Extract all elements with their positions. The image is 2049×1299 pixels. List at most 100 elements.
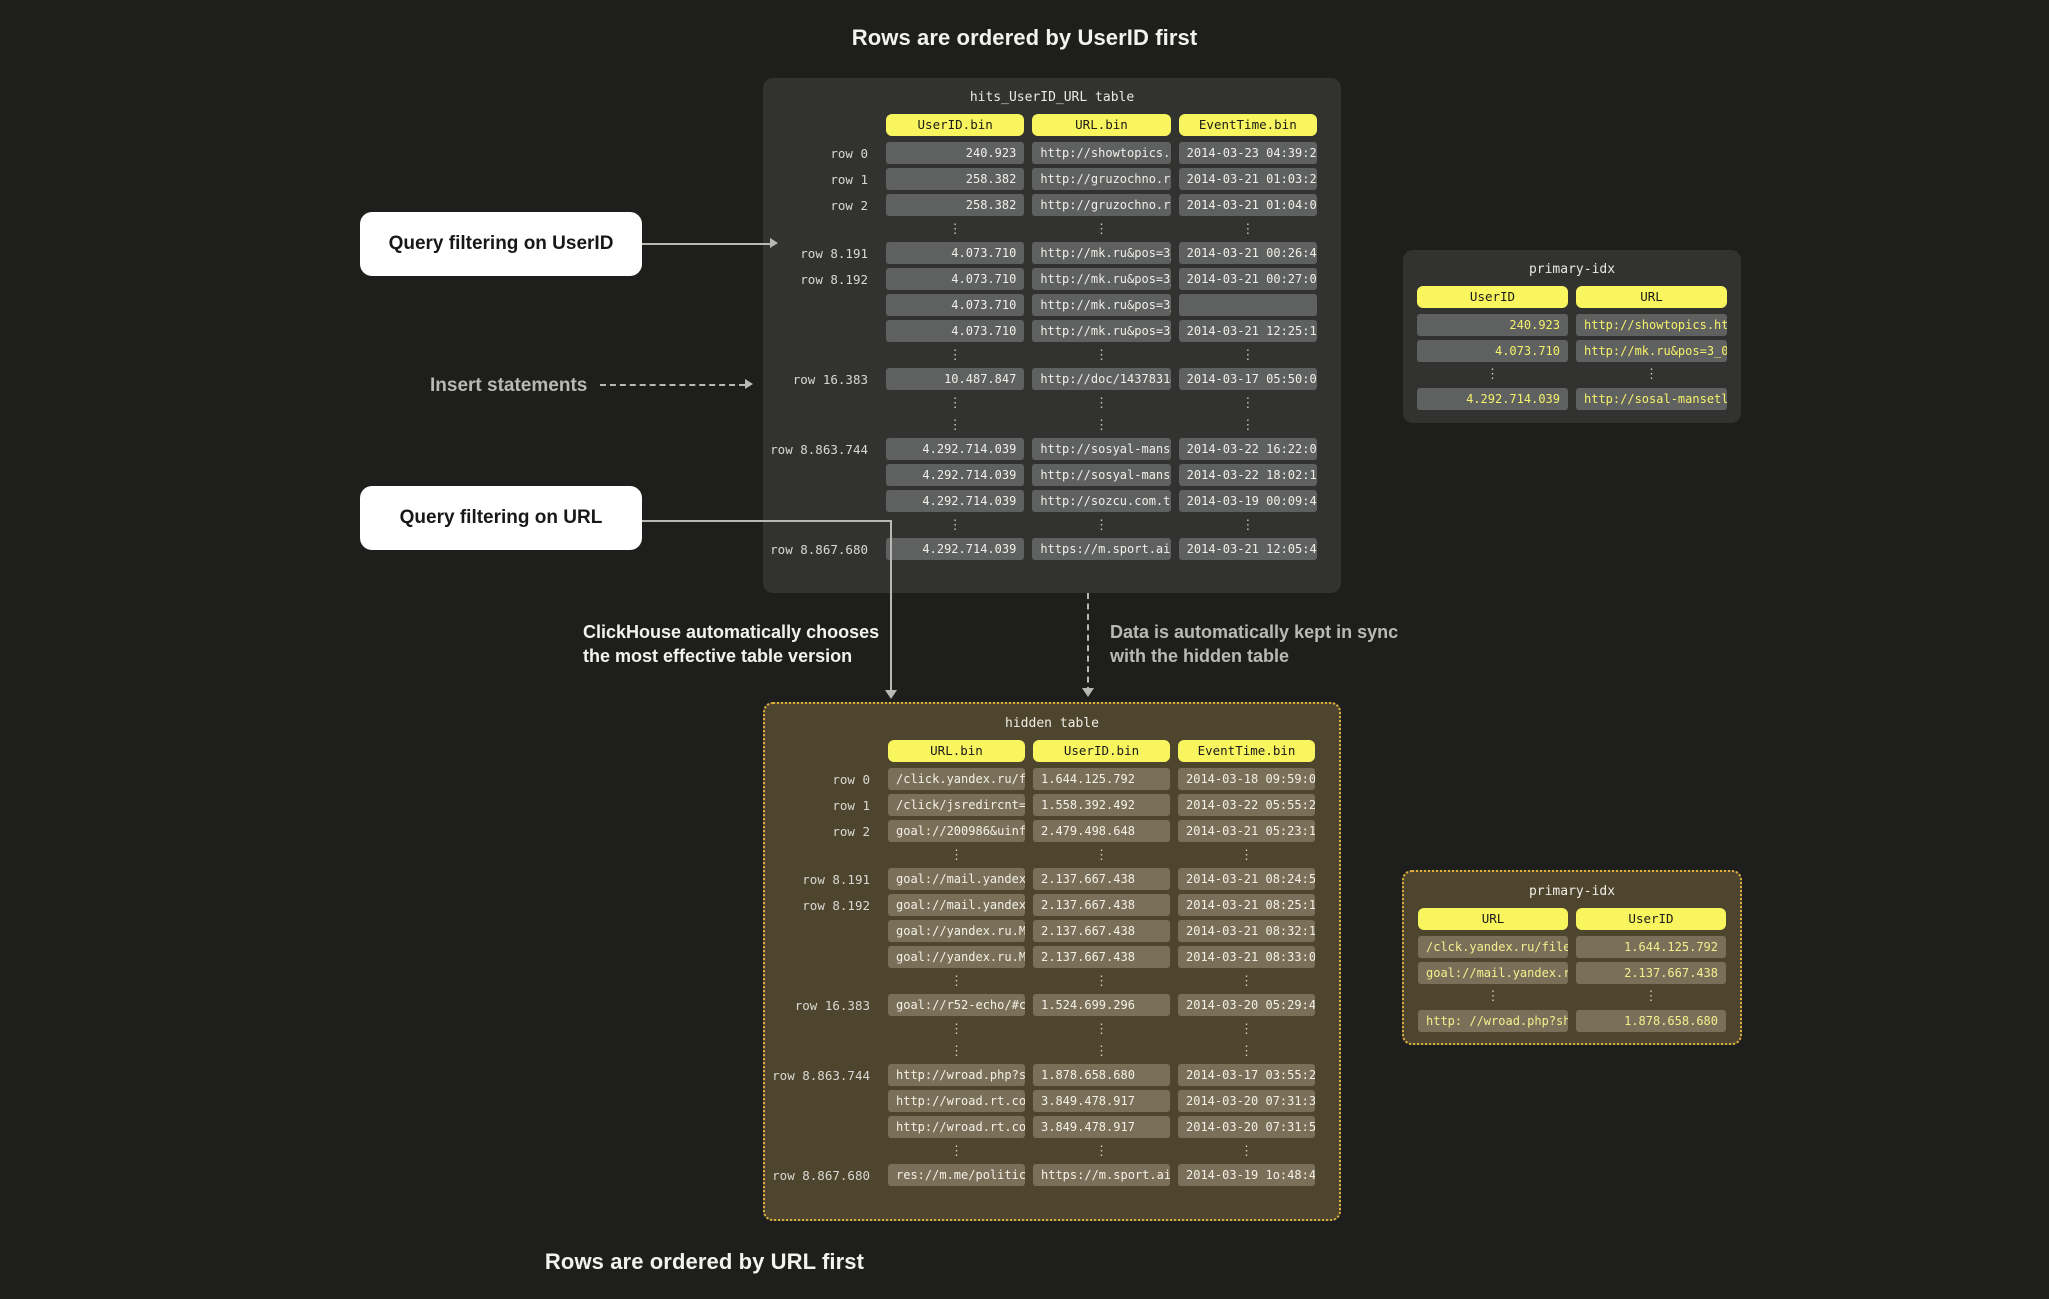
row-index-label: row 16.383 [792, 371, 868, 387]
table-cell: http://mk.ru&pos=3_0 [1032, 320, 1171, 342]
column-header-1: UserID.bin [886, 114, 1025, 136]
ellipsis-row: ⋮⋮⋮ [763, 220, 1341, 240]
table-cell: http://sosyal-mansetleri... [1032, 464, 1171, 486]
table-cell: 10.487.847 [886, 368, 1025, 390]
table-cell: http://showtopics.html%3... [1032, 142, 1171, 164]
table-row: goal://yandex.ru.Ma...2.137.667.4382014-… [765, 920, 1339, 942]
table-cell: 1.524.699.296 [1033, 994, 1170, 1016]
row-index-label: row 1 [830, 171, 868, 187]
index-cell: 1.644.125.792 [1576, 936, 1726, 958]
ellipsis-row: ⋮⋮⋮ [765, 846, 1339, 866]
table-cell: 3.849.478.917 [1033, 1116, 1170, 1138]
column-header-1: URL.bin [888, 740, 1025, 762]
table-cell: http://wroad.rt.com/tr/... [888, 1116, 1025, 1138]
table-cell: 4.292.714.039 [886, 490, 1025, 512]
table-cell: goal://mail.yandex.ru/Ma... [888, 868, 1025, 890]
table-row: row 8.863.744http://wroad.php?show/7...1… [765, 1064, 1339, 1086]
callout-query-filtering-url: Query filtering on URL [360, 486, 642, 550]
table-cell: 2014-03-19 00:09:42 [1178, 490, 1317, 512]
column-header-2: UserID.bin [1033, 740, 1170, 762]
table-cell: http://gruzochno.ru/ekat... [1032, 168, 1171, 190]
table-row: 4.292.714.039http://sosyal-mansetleri...… [763, 464, 1341, 486]
index-cell: http://mk.ru&pos=3_0 [1576, 340, 1727, 362]
table-row: row 1 258.382 http://gruzochno.ru/ekat... 2… [763, 168, 1341, 190]
column-header-3: EventTime.bin [1178, 740, 1315, 762]
table-cell: 4.073.710 [886, 242, 1025, 264]
row-index-label: row 8.863.744 [772, 1067, 870, 1083]
primary-idx-bottom-title: primary-idx [1528, 884, 1616, 899]
vertical-dots-icon: ⋮ [1241, 518, 1255, 533]
ellipsis-row: ⋮⋮⋮ [765, 1142, 1339, 1162]
table-cell: /click.yandex.ru/file.co ... [888, 768, 1025, 790]
table-cell: https://m.sport.airway/? [1032, 538, 1171, 560]
row-index-label: row 8.192 [802, 897, 870, 913]
table-cell: http://wroad.rt.com/tr/... [888, 1090, 1025, 1112]
table-cell: 3.849.478.917 [1033, 1090, 1170, 1112]
ellipsis-row: ⋮⋮⋮ [765, 1020, 1339, 1040]
row-index-label: row 2 [830, 197, 868, 213]
row-index-label: row 0 [830, 145, 868, 161]
index-cell: 240.923 [1417, 314, 1568, 336]
vertical-dots-icon: ⋮ [1094, 396, 1108, 411]
primary-idx-top-grid: UserIDURL240.923http://showtopics.html%3… [1417, 286, 1727, 414]
table-cell: 2014-03-21 05:23:19 [1178, 820, 1315, 842]
vertical-dots-icon: ⋮ [950, 1022, 963, 1037]
table-cell: 4.073.710 [886, 268, 1025, 290]
index-column-header-2: UserID [1576, 908, 1726, 930]
connector-userid-arrowhead [770, 238, 778, 248]
vertical-dots-icon: ⋮ [1240, 1044, 1253, 1059]
table-cell: 2014-03-17 05:50:01 [1178, 368, 1317, 390]
table-cell: goal://200986&uinfo=wn-1... [888, 820, 1025, 842]
primary-idx-top-title: primary-idx [1528, 262, 1616, 277]
index-cell: 1.878.658.680 [1576, 1010, 1726, 1032]
index-row: 4.292.714.039http://sosal-mansetleri... [1417, 388, 1727, 410]
table-cell: 2014-03-22 16:22:00 [1178, 438, 1317, 460]
table-row: row 16.38310.487.847http://doc/1437831&i… [763, 368, 1341, 390]
table-cell: 2014-03-20 07:31:54 [1178, 1116, 1315, 1138]
table-cell: 2014-03-21 01:03:28 [1178, 168, 1317, 190]
table-cell: 2014-03-20 05:29:42 [1178, 994, 1315, 1016]
index-column-header-1: URL [1418, 908, 1568, 930]
ellipsis-row: ⋮⋮⋮ [763, 394, 1341, 414]
table-cell: 4.292.714.039 [886, 438, 1025, 460]
vertical-dots-icon: ⋮ [1486, 367, 1499, 382]
vertical-dots-icon: ⋮ [950, 974, 963, 989]
index-cell: 2.137.667.438 [1576, 962, 1726, 984]
table-cell: 4.292.714.039 [886, 538, 1025, 560]
table-cell: 2.479.498.648 [1033, 820, 1170, 842]
table-header-row: URL.bin UserID.bin EventTime.bin [765, 740, 1339, 762]
hidden-table-panel: hidden table URL.bin UserID.bin EventTime.… [763, 702, 1341, 1221]
vertical-dots-icon: ⋮ [948, 518, 962, 533]
ellipsis-row: ⋮⋮⋮ [765, 1042, 1339, 1062]
table-cell: 2014-03-21 08:25:15 [1178, 894, 1315, 916]
table-row: row 0/click.yandex.ru/file.co ...1.644.1… [765, 768, 1339, 790]
table-cell: http://sozcu.com.tr/oaut [1032, 490, 1171, 512]
table-row: http://wroad.rt.com/tr/...3.849.478.9172… [765, 1090, 1339, 1112]
index-row: goal://mail.yandex.ru/Ma...2.137.667.438 [1418, 962, 1726, 984]
table-row: row 8.192goal://mail.yandex.ru/Ma...2.13… [765, 894, 1339, 916]
table-cell: goal://r52-echo/#compose... [888, 994, 1025, 1016]
vertical-dots-icon: ⋮ [1240, 974, 1253, 989]
connector-sync-dash [1087, 593, 1089, 693]
table-row: http://wroad.rt.com/tr/... 3.849.478.917 2… [765, 1116, 1339, 1138]
vertical-dots-icon: ⋮ [950, 1144, 963, 1159]
table-cell: goal://yandex.ru.Ma... [888, 920, 1025, 942]
vertical-dots-icon: ⋮ [948, 396, 962, 411]
vertical-dots-icon: ⋮ [1094, 418, 1108, 433]
vertical-dots-icon: ⋮ [1095, 1144, 1108, 1159]
hidden-table-title: hidden table [1005, 716, 1099, 731]
vertical-dots-icon: ⋮ [948, 418, 962, 433]
table-row: row 8.867.680res://m.me/politic/stati...… [765, 1164, 1339, 1186]
row-index-label: row 8.191 [800, 245, 868, 261]
table-cell: 2014-03-21 08:24:50 [1178, 868, 1315, 890]
table-cell: 1.558.392.492 [1033, 794, 1170, 816]
table-cell: 2014-03-21 12:05:41 [1178, 538, 1317, 560]
table-cell: 258.382 [886, 168, 1025, 190]
row-index-label: row 2 [832, 823, 870, 839]
